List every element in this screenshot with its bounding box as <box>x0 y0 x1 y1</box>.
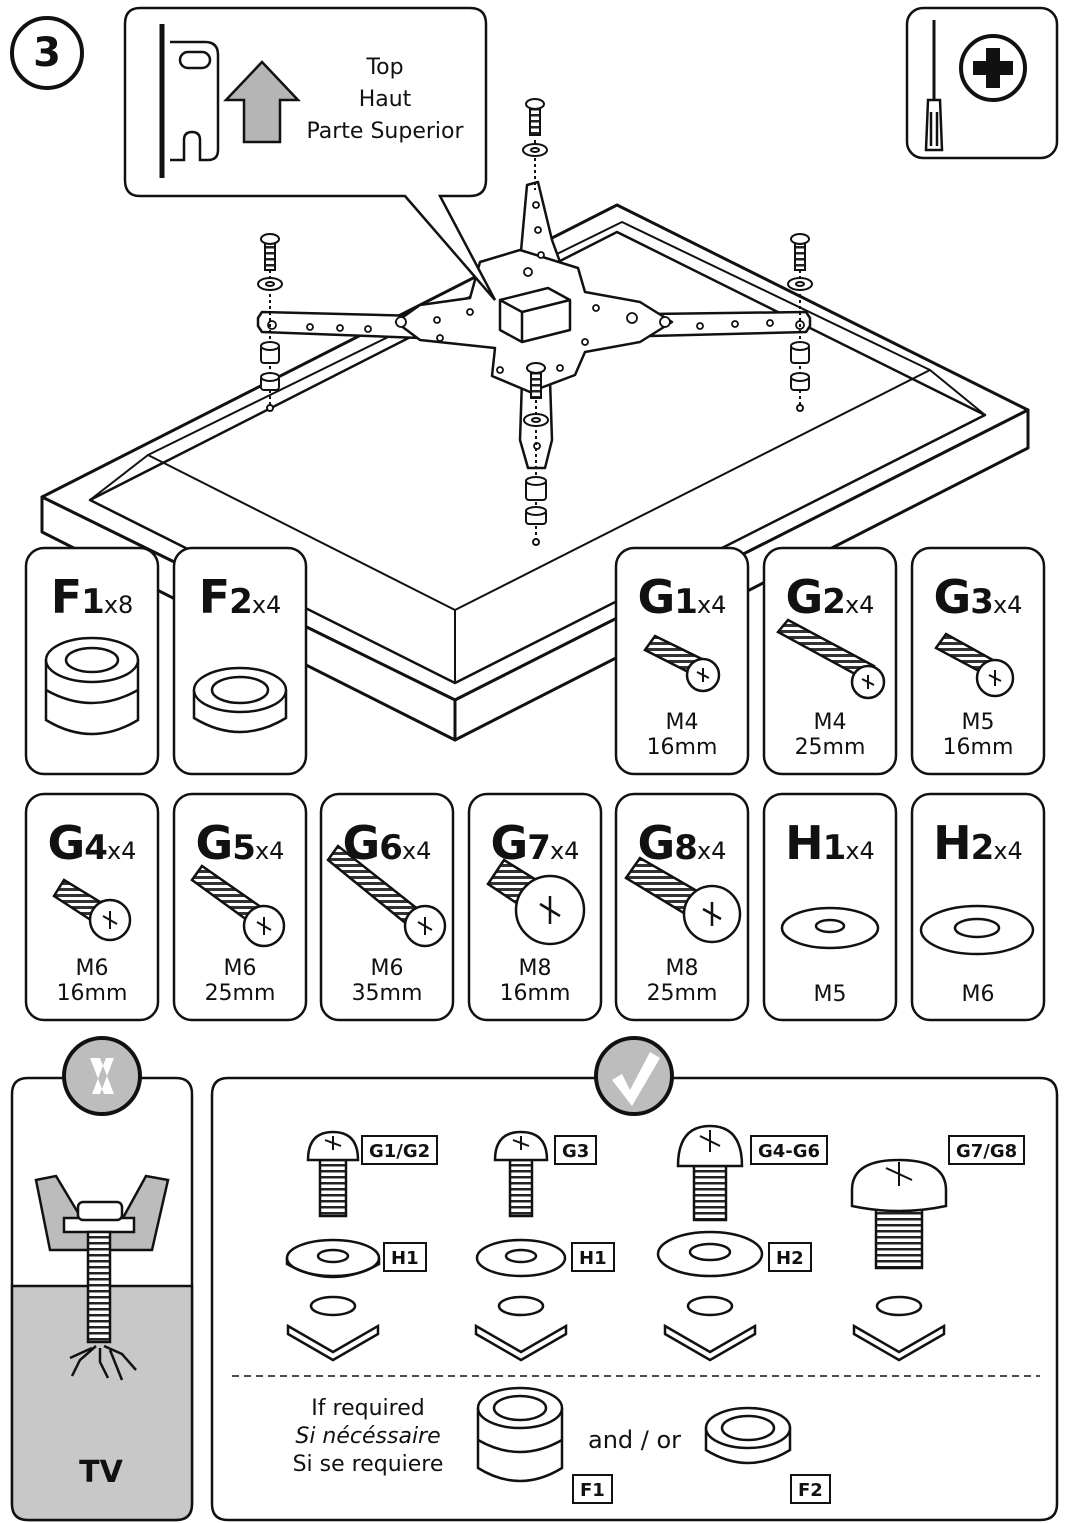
tv-label: TV <box>79 1455 123 1490</box>
combo-washer-tag: H1 <box>571 1242 615 1272</box>
part-quantity: x4 <box>254 837 285 865</box>
part-number: 1 <box>674 582 698 622</box>
part-thread-size: M4 <box>813 710 847 735</box>
part-card-f2: F2x4 <box>174 548 306 774</box>
if-required-note: If required Si nécéssaire Si se requiere <box>278 1395 458 1479</box>
part-code: G <box>47 816 86 870</box>
phillips-screwdriver-icon <box>905 6 1059 160</box>
parts-row-2-frames <box>24 792 1046 1022</box>
spacer-tag-f2: F2 <box>790 1474 831 1504</box>
part-code: G <box>195 816 234 870</box>
part-card-h2: H2x4 M6 <box>912 794 1044 1020</box>
part-number: 8 <box>674 828 698 868</box>
combo-washer-tag: H2 <box>768 1242 812 1272</box>
part-number: 7 <box>527 828 551 868</box>
if-required-en: If required <box>311 1396 425 1421</box>
part-thread-size: M5 <box>961 710 995 735</box>
cross-mark-icon <box>90 1058 114 1094</box>
part-length: 35mm <box>351 981 423 1006</box>
part-length: 16mm <box>646 735 718 760</box>
part-number: 2 <box>822 582 846 622</box>
top-label-es: Parte Superior <box>306 119 464 144</box>
part-number: 4 <box>84 828 108 868</box>
mounting-bracket <box>256 180 812 470</box>
part-code: H <box>933 816 971 870</box>
if-required-fr: Si nécéssaire <box>295 1424 441 1449</box>
check-mark-icon <box>612 1052 660 1106</box>
part-quantity: x4 <box>845 837 875 865</box>
part-number: 3 <box>970 582 994 622</box>
spacer-tag-f1: F1 <box>572 1474 613 1504</box>
combo-screw-tag: G4-G6 <box>750 1135 829 1165</box>
part-code: H <box>785 816 823 870</box>
part-number: 6 <box>379 828 403 868</box>
part-length: 25mm <box>794 735 866 760</box>
part-quantity: x4 <box>992 591 1023 619</box>
top-orientation-callout <box>123 6 497 301</box>
part-number: 5 <box>232 828 256 868</box>
part-code: G <box>637 816 676 870</box>
part-length: 16mm <box>56 981 128 1006</box>
part-quantity: x4 <box>696 591 727 619</box>
part-thread-size: M6 <box>961 982 995 1007</box>
part-number: 2 <box>229 582 253 622</box>
combo-screw-tag: G3 <box>554 1135 598 1165</box>
part-quantity: x4 <box>106 837 137 865</box>
part-quantity: x4 <box>844 591 875 619</box>
part-code: G <box>933 570 972 624</box>
part-thread-size: M4 <box>665 710 699 735</box>
part-number: 2 <box>970 828 995 868</box>
part-length: 16mm <box>942 735 1014 760</box>
part-card-f1: F1x8 <box>26 548 158 774</box>
and-or-text: and / or <box>588 1426 682 1454</box>
part-quantity: x4 <box>549 837 580 865</box>
top-orientation-label: Top Haut Parte Superior <box>305 52 465 148</box>
part-code: F <box>50 570 82 624</box>
top-label-en: Top <box>366 55 404 80</box>
incorrect-mounting-panel <box>10 1036 194 1522</box>
part-thread-size: M6 <box>223 956 257 981</box>
part-thread-size: M6 <box>75 956 109 981</box>
step-number: 3 <box>10 16 84 90</box>
part-code: F <box>198 570 230 624</box>
part-quantity: x4 <box>993 837 1023 865</box>
part-thread-size: M8 <box>665 956 699 981</box>
part-code: G <box>490 816 529 870</box>
top-label-fr: Haut <box>358 87 412 112</box>
part-code: G <box>785 570 824 624</box>
parts-row-1-frames <box>24 546 1046 776</box>
combo-washer-tag: H1 <box>383 1242 427 1272</box>
part-thread-size: M5 <box>813 982 847 1007</box>
part-quantity: x4 <box>401 837 432 865</box>
part-card-h1: H1x4 M5 <box>764 794 896 1020</box>
part-length: 25mm <box>646 981 718 1006</box>
part-length: 16mm <box>499 981 571 1006</box>
part-thread-size: M6 <box>370 956 404 981</box>
if-required-es: Si se requiere <box>292 1452 444 1477</box>
part-code: G <box>342 816 381 870</box>
correct-mounting-panel <box>210 1036 1059 1522</box>
combo-screw-tag: G1/G2 <box>361 1135 439 1165</box>
part-number: 1 <box>81 582 105 622</box>
up-arrow-icon <box>223 60 301 144</box>
part-quantity: x4 <box>251 591 282 619</box>
combo-screw-tag: G7/G8 <box>948 1135 1026 1165</box>
part-code: G <box>637 570 676 624</box>
part-thread-size: M8 <box>518 956 552 981</box>
hardware-stacks <box>257 98 813 546</box>
part-number: 1 <box>822 828 847 868</box>
part-length: 25mm <box>204 981 276 1006</box>
part-quantity: x8 <box>103 591 134 619</box>
part-quantity: x4 <box>696 837 727 865</box>
